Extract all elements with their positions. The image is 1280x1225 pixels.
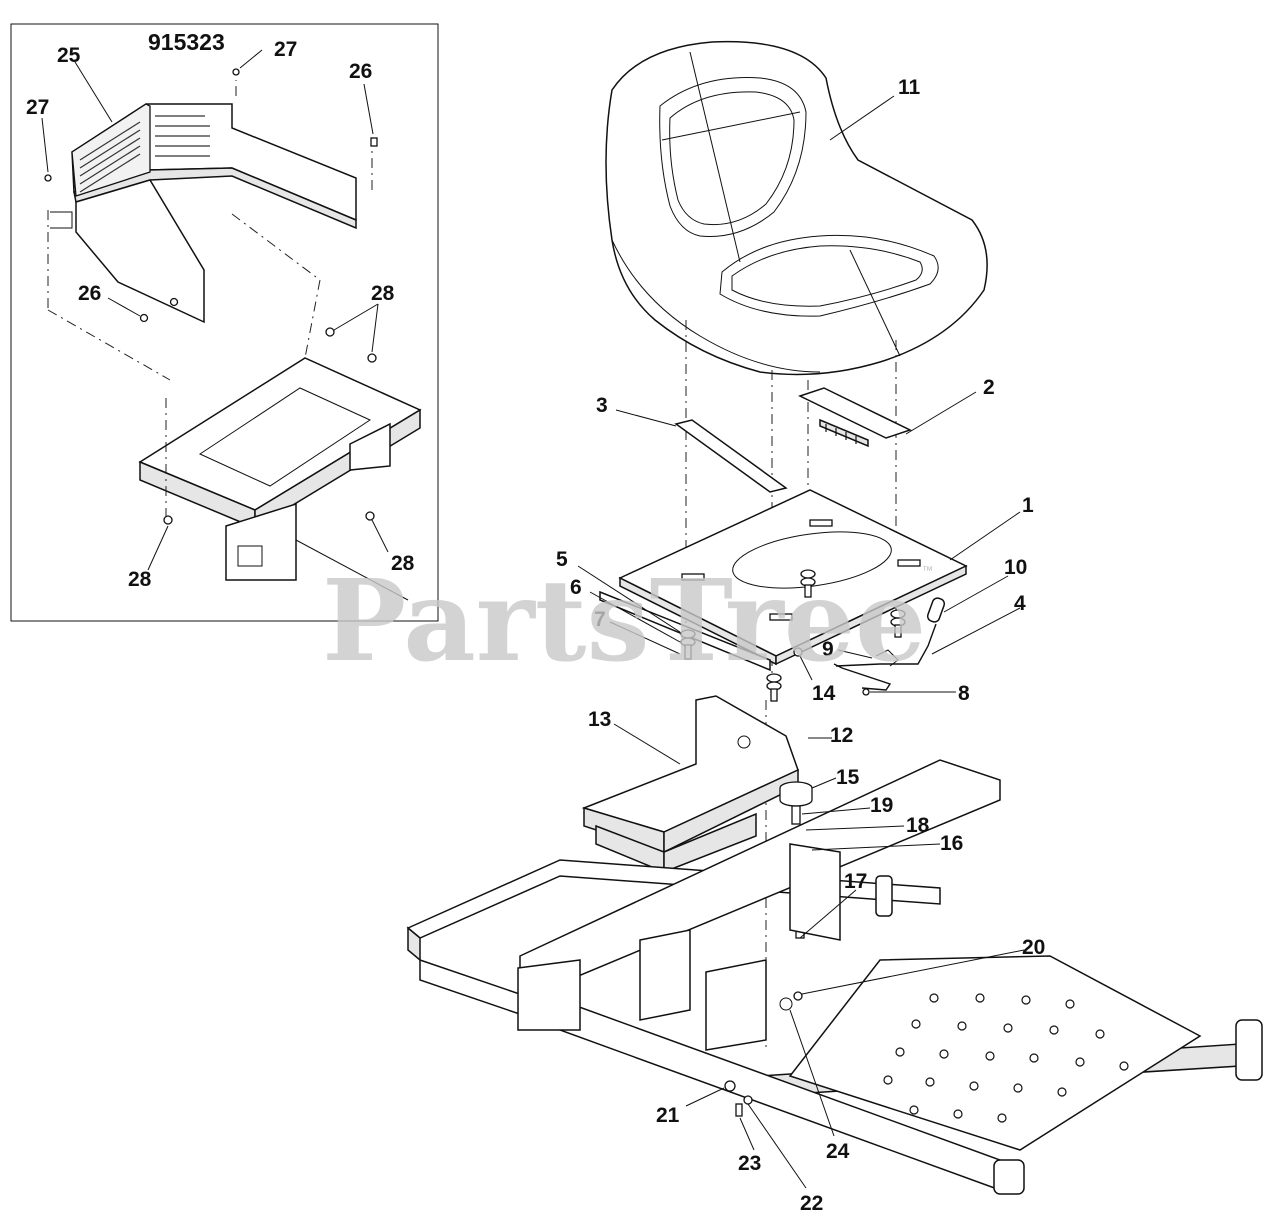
callout-5: 5 [556, 548, 568, 571]
callout-2: 2 [983, 376, 995, 399]
seat-pan-hardware [680, 569, 906, 702]
main-leader-lines [577, 95, 1025, 1189]
callout-20: 20 [1022, 936, 1045, 959]
callout-10: 10 [1004, 556, 1027, 579]
callout-27-top: 27 [274, 38, 297, 61]
callout-9: 9 [822, 638, 834, 661]
callout-1: 1 [1022, 494, 1034, 517]
callout-4: 4 [1014, 592, 1026, 615]
callout-6: 6 [570, 576, 582, 599]
callout-8: 8 [958, 682, 970, 705]
seat-drawing [605, 40, 988, 376]
callout-28-left: 28 [128, 568, 152, 591]
callout-23: 23 [738, 1152, 761, 1175]
callout-27-left: 27 [26, 96, 49, 119]
callout-19: 19 [870, 794, 893, 817]
callout-21: 21 [656, 1104, 680, 1127]
callout-13: 13 [588, 708, 611, 731]
callout-25: 25 [57, 44, 81, 67]
inset-alignment-lines [47, 80, 373, 520]
bracket-2-drawing [798, 387, 912, 448]
callout-11: 11 [898, 76, 921, 99]
callout-3: 3 [596, 394, 608, 417]
inset-frame-drawing [138, 357, 422, 601]
watermark-trademark: ™ [922, 565, 933, 577]
callout-15: 15 [836, 766, 860, 789]
callout-26-top: 26 [349, 60, 372, 83]
mower-frame-drawing [406, 759, 1263, 1195]
callout-22: 22 [800, 1192, 823, 1215]
adjust-lever-drawing [833, 597, 946, 696]
callout-18: 18 [906, 814, 930, 837]
inset-leader-lines [41, 49, 389, 571]
callout-17: 17 [844, 870, 867, 893]
inset-panel: 915323 25 27 27 26 26 28 28 28 [10, 23, 439, 622]
callout-12: 12 [830, 724, 853, 747]
seat-shroud-drawing [50, 103, 357, 324]
inset-hardware [44, 68, 378, 525]
callout-16: 16 [940, 832, 963, 855]
watermark: PartsTree [322, 556, 926, 687]
callout-28-top: 28 [371, 282, 395, 305]
callout-14: 14 [812, 682, 836, 705]
bracket-3-drawing [674, 419, 788, 493]
callout-7: 7 [594, 608, 606, 631]
inset-part-number: 915323 [148, 29, 225, 55]
callout-28-right: 28 [391, 552, 415, 575]
callout-24: 24 [826, 1140, 850, 1163]
callout-26-bottom: 26 [78, 282, 101, 305]
